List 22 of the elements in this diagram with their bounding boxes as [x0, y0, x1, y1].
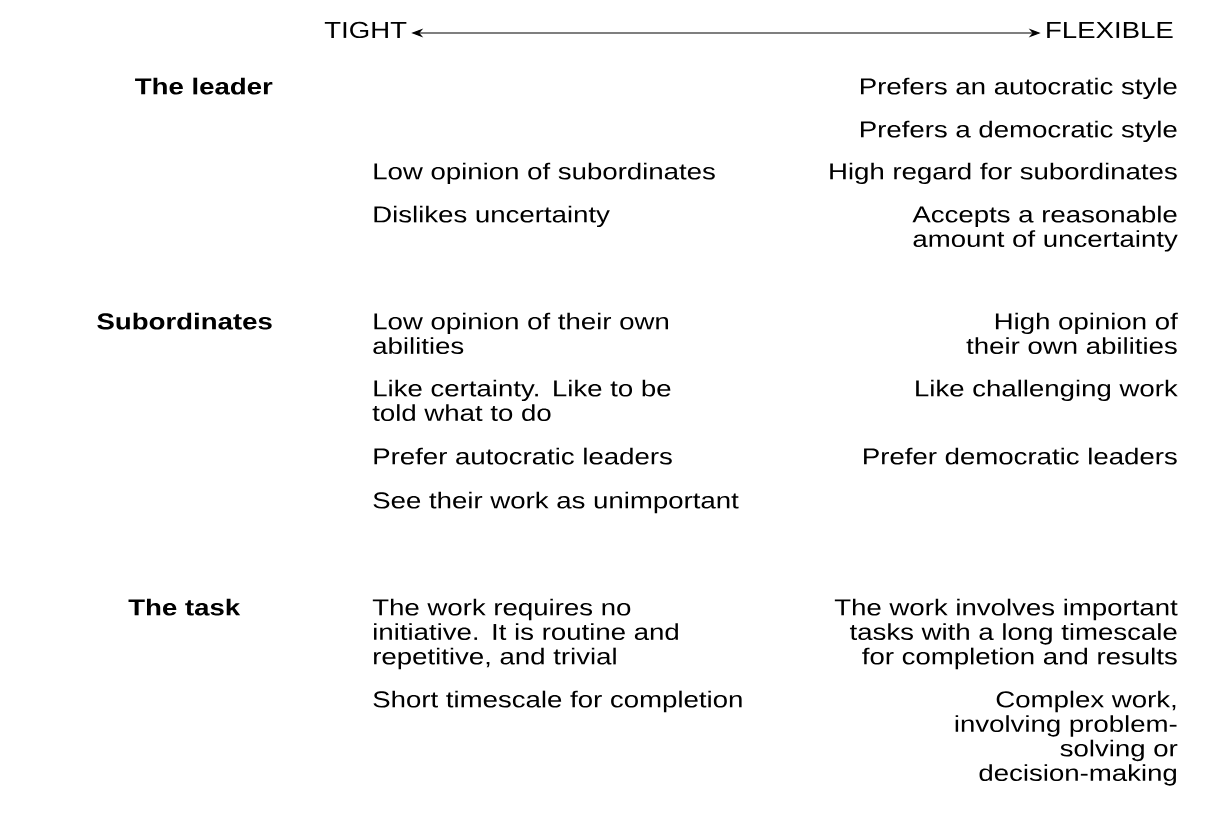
text-label: Complex work, involving problem-solving or decision-making — [955, 690, 1178, 786]
text-label: High opinion of their own abilities — [966, 312, 1178, 355]
category-heading: The task — [128, 598, 241, 616]
text-label: Low opinion of their own abilities — [373, 312, 668, 355]
text-label: Prefer democratic leaders — [864, 447, 1177, 465]
text-label: Prefers an autocratic style — [861, 77, 1177, 100]
scale-end-label: TIGHT — [324, 21, 407, 39]
text-label: Like certainty. Like to be told what to do — [372, 379, 671, 422]
text-label: Accepts a reasonable amount of uncertainty — [912, 205, 1178, 252]
text-label: Like challenging work — [916, 379, 1178, 402]
scale-end-label: FLEXIBLE — [1047, 22, 1173, 38]
text-label: Prefer autocratic leaders — [374, 447, 672, 465]
category-heading: Subordinates — [97, 312, 272, 330]
text-label: See their work as unimportant — [373, 491, 739, 514]
text-label: High regard for subordinates — [830, 162, 1177, 185]
text-label: The work requires no initiative. It is routine and repetitive, and trivial — [372, 598, 678, 670]
category-heading: The leader — [135, 77, 273, 95]
text-label: Low opinion of subordinates — [374, 162, 715, 185]
text-label: Short timescale for completion — [373, 690, 742, 713]
text-label: The work involves important tasks with a long timescale for completion and results — [834, 598, 1178, 670]
text-label: Dislikes uncertainty — [374, 205, 610, 228]
text-label: Prefers a democratic style — [861, 120, 1177, 143]
